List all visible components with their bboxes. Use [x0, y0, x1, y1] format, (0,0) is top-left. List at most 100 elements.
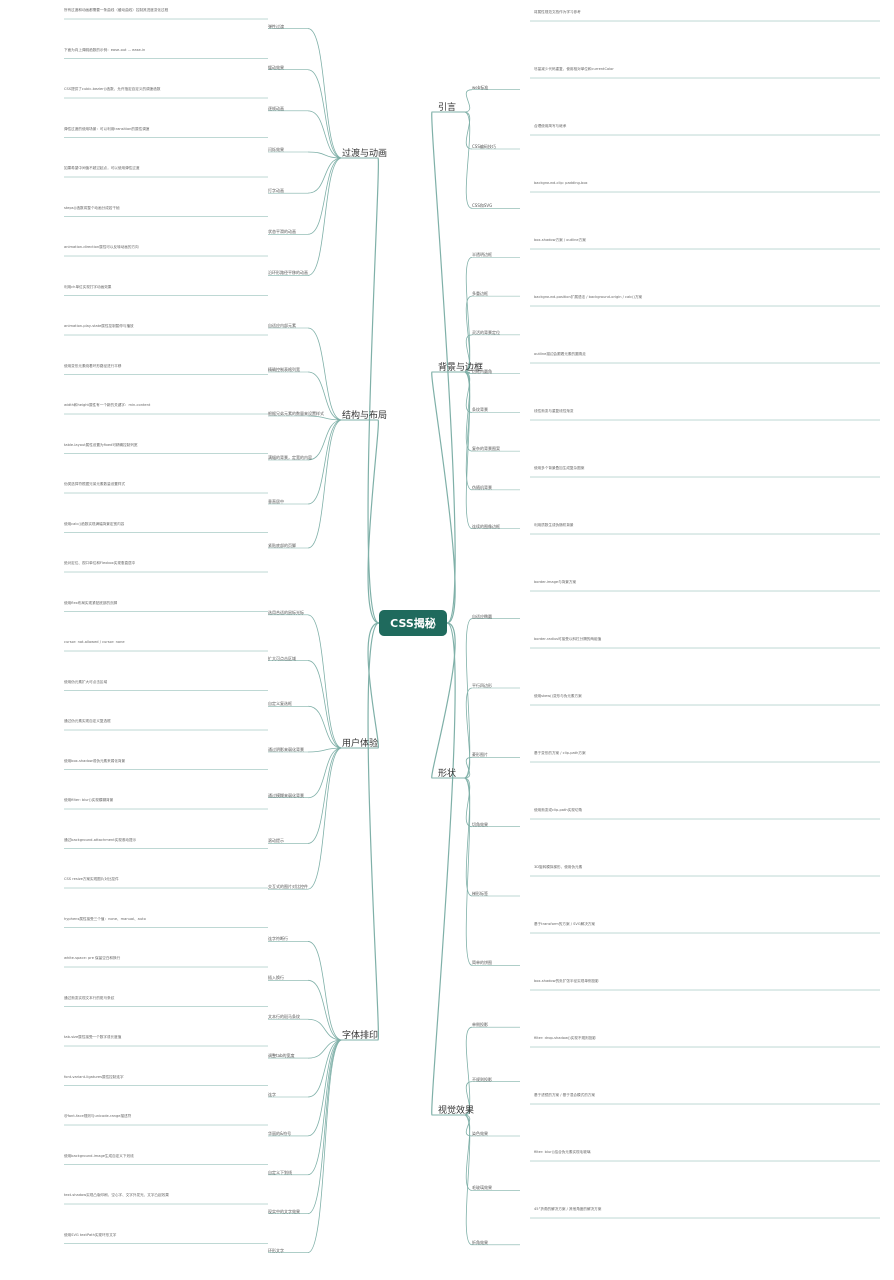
sub-node[interactable]: 多重边框	[472, 291, 488, 297]
note-text: tab-size属性接受一个数字或长度值	[64, 1035, 122, 1039]
sub-node[interactable]: 折角效果	[472, 1239, 488, 1245]
note-text: CSS提供了cubic-bezier()函数，允许指定自定义的调速函数	[64, 87, 161, 91]
note-text: filter: drop-shadow()实现不规则投影	[534, 1036, 596, 1040]
sub-node[interactable]: 扩大可点击区域	[268, 655, 296, 661]
note-text: filter: blur()结合伪元素实现毛玻璃	[534, 1150, 591, 1154]
note-text: white-space: pre 保留空白和换行	[64, 956, 121, 960]
note-text: 使用background-image生成自定义下划线	[64, 1153, 134, 1158]
sub-node[interactable]: 灵活的背景定位	[472, 329, 500, 335]
branch-node[interactable]: 字体排印	[342, 1031, 379, 1041]
sub-node[interactable]: 平行四边形	[472, 683, 492, 688]
note-text: 通过渐变实现文本行的斑马条纹	[64, 995, 115, 1000]
sub-node[interactable]: CSS和SVG	[472, 203, 493, 209]
sub-node[interactable]: 伪随机背景	[472, 484, 492, 490]
sub-node[interactable]: 缓动效果	[268, 64, 284, 70]
branch-node[interactable]: 用户体验	[342, 739, 379, 749]
sub-node[interactable]: 现实中的文字效果	[268, 1208, 300, 1214]
note-text: border-radius可接受以斜杠分隔的两组值	[534, 637, 602, 641]
sub-node[interactable]: 垂直居中	[268, 499, 284, 504]
note-text: 45°折角的解决方案 / 其他角度的解决方案	[534, 1207, 602, 1211]
sub-node[interactable]: 交互式的图片对比控件	[268, 884, 308, 890]
note-text: table-layout属性设置为fixed可精确控制列宽	[64, 442, 138, 447]
sub-node[interactable]: 复杂的背景图案	[472, 446, 500, 452]
note-text: 使用filter: blur()实现模糊背景	[64, 798, 114, 802]
sub-node[interactable]: 菱形图片	[472, 752, 488, 758]
sub-node[interactable]: 边框内圆角	[472, 368, 492, 374]
sub-node[interactable]: web标准	[472, 84, 489, 90]
sub-node[interactable]: 条纹背景	[472, 407, 488, 413]
sub-node[interactable]: 精确控制表格列宽	[268, 367, 300, 372]
sub-node[interactable]: 调整tab的宽度	[268, 1053, 295, 1059]
sub-node[interactable]: 通过阴影来弱化背景	[268, 747, 304, 752]
sub-node[interactable]: 自定义下划线	[268, 1169, 292, 1175]
branch-node[interactable]: 过渡与动画	[342, 149, 388, 159]
note-text: 下面为向上弹跳函数的示例：ease-out ... ease-in	[64, 47, 146, 52]
note-text: 通过background-attachment实现滚动提示	[64, 837, 137, 842]
note-text: 使用SVG textPath实现环形文字	[64, 1232, 117, 1237]
note-text: 利用ch单位实现打字动画效果	[64, 284, 112, 289]
note-text: cursor: not-allowed / cursor: none	[64, 640, 125, 644]
sub-node[interactable]: 华丽的&符号	[268, 1130, 292, 1136]
sub-node[interactable]: 连字符断行	[268, 936, 288, 942]
note-text: 使用伪元素扩大可点击区域	[64, 679, 108, 684]
note-text: steps()函数将整个动画分成若干帧	[64, 205, 120, 210]
sub-node[interactable]: 染色效果	[472, 1131, 488, 1136]
sub-node[interactable]: 环形文字	[268, 1247, 284, 1253]
sub-node[interactable]: 自定义复选框	[268, 701, 292, 707]
sub-node[interactable]: 弹性过渡	[268, 23, 284, 29]
note-text: box-shadow的负扩张半径实现单侧投影	[534, 979, 599, 983]
note-text: 尽量减少代码重复，使用相对单位和currentColor	[534, 67, 614, 71]
note-text: text-shadow实现凸版印刷、空心字、文字外发光、文字凸起效果	[64, 1193, 169, 1197]
note-text: 所有过渡和动画都需要一条曲线（缓动曲线）控制其进度变化过程	[64, 8, 169, 12]
note-text: outline描边会跟着元素的圆角走	[534, 352, 586, 356]
branch-node[interactable]: 引言	[438, 103, 457, 113]
sub-node[interactable]: 满幅的背景，定宽的内容	[268, 455, 312, 460]
sub-node[interactable]: 不规则投影	[472, 1076, 492, 1082]
branch-node[interactable]: 背景与边框	[438, 363, 484, 373]
sub-node[interactable]: 插入换行	[268, 975, 284, 981]
sub-node[interactable]: 状态平滑的动画	[268, 229, 296, 235]
note-text: 3D旋转模拟梯形，使用伪元素	[534, 865, 583, 869]
sub-node[interactable]: 连续的图像边框	[472, 523, 500, 529]
sub-node[interactable]: 打字动画	[268, 188, 284, 194]
sub-node[interactable]: 自适应椭圆	[472, 613, 492, 619]
sub-node[interactable]: 选用合适的鼠标光标	[268, 609, 304, 615]
note-text: 弹性过渡的使用场景：可以利用transition的属性调速	[64, 126, 150, 131]
sub-node[interactable]: 毛玻璃效果	[472, 1185, 492, 1191]
note-text: CSS resize方案实现图片对比控件	[64, 877, 119, 881]
note-text: font-variant-ligatures属性控制连字	[64, 1074, 124, 1079]
sub-node[interactable]: 文本行的斑马条纹	[268, 1014, 300, 1020]
branch-node[interactable]: 形状	[438, 769, 457, 779]
sub-node[interactable]: 简单的饼图	[472, 960, 492, 966]
sub-node[interactable]: 通过模糊来弱化背景	[268, 792, 304, 798]
note-text: animation-direction属性可以反转动画的方向	[64, 245, 139, 249]
note-text: 基于变形的方案 / clip-path方案	[534, 751, 586, 755]
note-text: background-clip: padding-box	[534, 181, 588, 185]
sub-node[interactable]: 单侧投影	[472, 1022, 488, 1028]
branch-node[interactable]: 结构与布局	[342, 411, 388, 421]
sub-node[interactable]: 滚动提示	[268, 838, 284, 844]
sub-node[interactable]: 闪烁效果	[268, 147, 284, 152]
sub-node[interactable]: 梯形标签	[472, 891, 488, 896]
note-text: 使用变形元素绕着环形路径进行平移	[64, 363, 122, 368]
sub-node[interactable]: 半透明边框	[472, 252, 492, 258]
sub-node[interactable]: 根据兄弟元素的数量来设置样式	[268, 411, 324, 416]
sub-node[interactable]: 连字	[268, 1092, 276, 1097]
sub-node[interactable]: CSS编码技巧	[472, 144, 496, 149]
note-text: 使用calc()函数实现满幅背景定宽内容	[64, 521, 125, 526]
note-text: 基于滤镜的方案 / 基于混合模式的方案	[534, 1093, 595, 1097]
sub-node[interactable]: 沿环形路径平移的动画	[268, 270, 308, 276]
sub-node[interactable]: 逐帧动画	[268, 105, 284, 111]
note-text: 通过伪元素实现自定义复选框	[64, 719, 111, 723]
note-text: 线性渐变与重复线性渐变	[534, 409, 574, 413]
note-text: @font-face规则与unicode-range描述符	[64, 1114, 132, 1118]
note-text: 使用box-shadow或伪元素来弱化背景	[64, 758, 126, 763]
root-node[interactable]: CSS揭秘	[379, 610, 447, 636]
note-text: animation-play-state属性控制暂停与播放	[64, 324, 134, 328]
branch-node[interactable]: 视觉效果	[438, 1106, 475, 1116]
sub-node[interactable]: 自适应内部元素	[268, 323, 296, 328]
sub-node[interactable]: 切角效果	[472, 821, 488, 827]
sub-node[interactable]: 紧贴底部的页脚	[268, 543, 296, 548]
note-text: 基于transform的方案 / SVG解决方案	[534, 922, 595, 926]
